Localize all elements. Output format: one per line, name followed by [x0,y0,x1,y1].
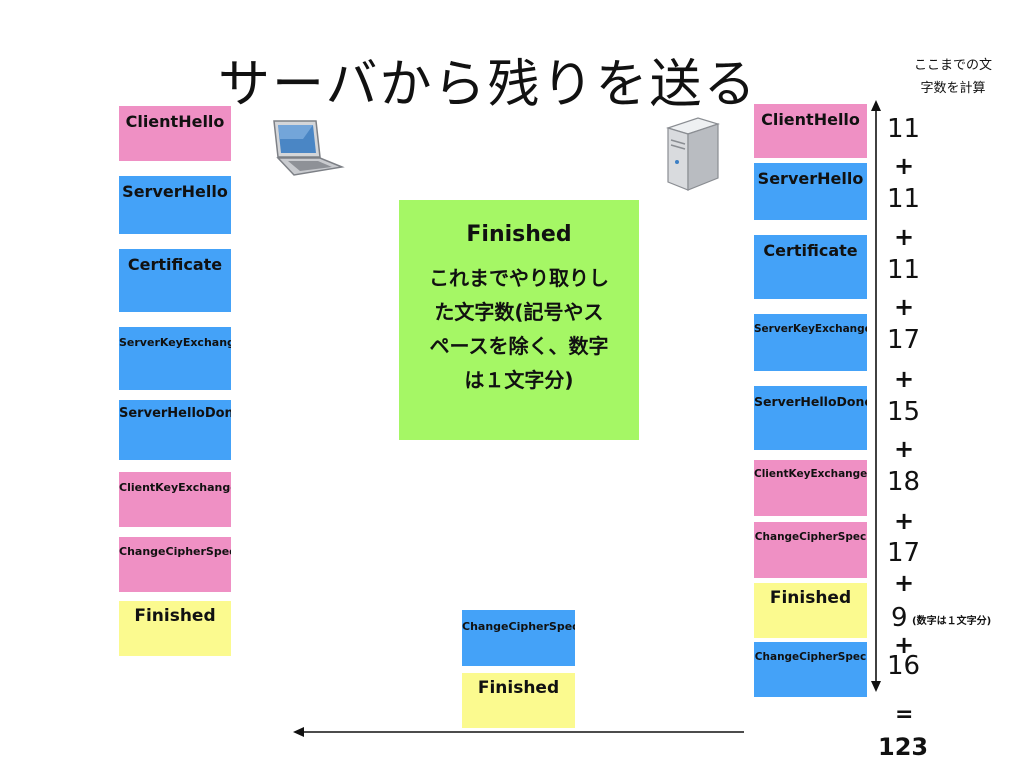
tally-plus: + [894,631,915,659]
tally-plus: + [894,365,915,393]
tally-equals: = [895,702,914,727]
tally-plus: + [894,223,915,251]
right-message-server-hello-done: ServerHelloDone [754,386,867,450]
tally-arrow-up [871,100,881,111]
tally-count: 9 [891,603,908,633]
tally-arrow-down [871,681,881,692]
left-message-finished: Finished [119,601,231,656]
right-message-finished: Finished [754,583,867,638]
tally-caption: ここまでの文 字数を計算 [913,58,992,96]
tally-plus: + [894,435,915,463]
left-message-server-hello: ServerHello [119,176,231,234]
sending-change-cipher-spec: ChangeCipherSpec [462,610,575,666]
finished-note-body: これまでやり取りし た文字数(記号やス ペースを除く、数字 は１文字分) [429,266,609,392]
tally-count: 17 [887,325,921,355]
tally-count: 11 [887,255,921,285]
tally-total: 123 [878,733,929,761]
right-message-change-cipher-spec-2: ChangeCipherSpec [754,642,867,697]
sending-finished: Finished [462,673,575,728]
server-icon [662,114,724,194]
tally-plus: + [894,507,915,535]
finished-note: Finished これまでやり取りし た文字数(記号やス ペースを除く、数字 は… [399,200,639,440]
right-message-client-hello: ClientHello [754,104,867,158]
laptop-icon [268,117,348,179]
tally-plus: + [894,293,915,321]
send-arrow-head [293,727,304,737]
page-title: サーバから残りを送る [218,55,758,115]
right-message-change-cipher-spec: ChangeCipherSpec [754,522,867,578]
tally-count: 11 [887,114,921,144]
tally-plus: + [894,569,915,597]
tally-count: 16 [887,651,921,681]
finished-note-title: Finished [466,222,572,247]
tally-count: 17 [887,538,921,568]
tally-count: 15 [887,397,921,427]
tally-count: 11 [887,184,921,214]
left-message-client-hello: ClientHello [119,106,231,161]
left-message-server-key-exchange: ServerKeyExchange [119,327,231,390]
right-message-server-hello: ServerHello [754,163,867,220]
left-message-change-cipher-spec: ChangeCipherSpec [119,537,231,592]
right-message-server-key-exchange: ServerKeyExchange [754,314,867,371]
left-message-certificate: Certificate [119,249,231,312]
right-message-client-key-exchange: ClientKeyExchange [754,460,867,516]
tally-count: 18 [887,467,921,497]
tally-digit-note: (数字は１文字分) [912,616,992,627]
tally-plus: + [894,152,915,180]
right-message-certificate: Certificate [754,235,867,299]
left-message-client-key-exchange: ClientKeyExchange [119,472,231,527]
left-message-server-hello-done: ServerHelloDone [119,400,231,460]
